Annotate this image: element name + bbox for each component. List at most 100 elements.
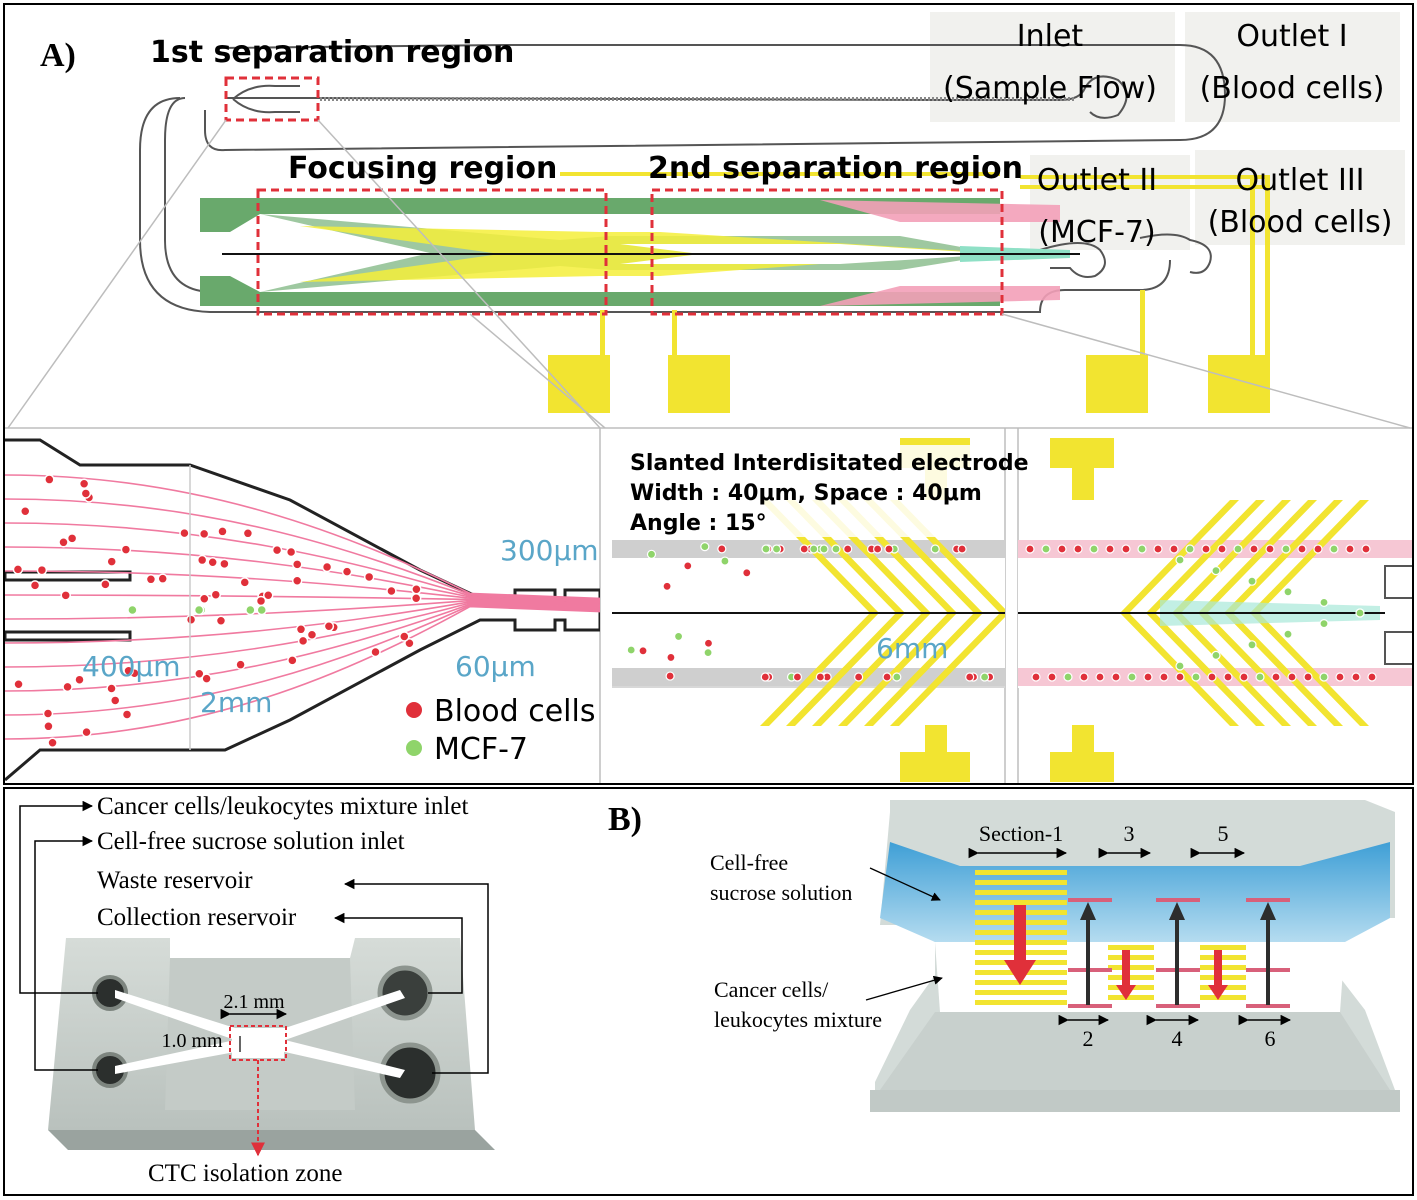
mcf7-cell (1247, 640, 1257, 650)
blood-cell (760, 672, 770, 682)
cell (1153, 544, 1163, 554)
cell (1217, 544, 1227, 554)
blood-cell (742, 568, 752, 578)
electrode-stripe (1108, 955, 1154, 960)
electrode-stripe (975, 900, 1067, 905)
streamline (5, 599, 600, 620)
outlet1-title: Outlet I (1236, 19, 1347, 54)
electrode-text-bg (622, 445, 1002, 537)
blood-cell (297, 635, 309, 647)
cell (1223, 672, 1233, 682)
cell (1201, 544, 1211, 554)
second-separation-label: 2nd separation region (648, 151, 1023, 186)
blood-cell (81, 726, 92, 738)
blood-cell (799, 544, 809, 554)
cell (1121, 544, 1131, 554)
cell (1345, 544, 1355, 554)
down-arrow (1004, 905, 1036, 985)
chip-outline (139, 44, 1227, 313)
section-2-label: 2 (1083, 1026, 1094, 1051)
cell (1185, 544, 1195, 554)
blood-cell (44, 474, 55, 485)
blood-cell (198, 528, 210, 540)
mcf7-cell (720, 556, 730, 566)
blood-cell (291, 575, 303, 586)
electrode-stripe (975, 870, 1067, 875)
mcf7-cell (703, 648, 713, 658)
mixture-label-1: Cancer cells/ (714, 977, 829, 1002)
first-separation-label: 1st separation region (150, 35, 514, 70)
cell (1233, 544, 1243, 554)
electrode-stripe (1200, 955, 1246, 960)
cell (1063, 672, 1073, 682)
streamline (5, 603, 600, 692)
blood-cell (717, 544, 727, 554)
ctc-label: CTC isolation zone (148, 1160, 342, 1187)
blood-cell (285, 546, 297, 558)
cell (1239, 672, 1249, 682)
blood-cell (666, 652, 676, 663)
outlet3-sub: (Blood cells) (1208, 205, 1393, 240)
section-5-label: 5 (1218, 821, 1229, 846)
region-boxes (224, 76, 1004, 316)
chip-render (48, 938, 495, 1150)
dim-6mm: 6mm (876, 632, 948, 665)
blood-cell (179, 527, 190, 539)
cell (1281, 544, 1291, 554)
electrode-line1: Slanted Interdisitated electrode (630, 451, 1029, 476)
mcf7-cell (1175, 661, 1185, 671)
blood-cell (662, 581, 672, 591)
blood-cell (341, 566, 353, 577)
blood-cell (295, 624, 307, 635)
cell (1025, 544, 1035, 554)
blood-cell (882, 672, 892, 682)
blood-cell (36, 564, 48, 576)
electrode-stripe (1108, 945, 1154, 950)
electrode-stripe (1108, 975, 1154, 980)
electrode-line3: Angle : 15° (630, 511, 767, 536)
blood-cell (19, 505, 31, 517)
electrode-line2: Width : 40μm, Space : 40μm (630, 481, 982, 506)
blood-cell (957, 544, 967, 554)
cell (1271, 672, 1281, 682)
cell (1175, 672, 1185, 682)
blood-cell (42, 708, 54, 719)
electrode-stripe (1108, 995, 1154, 1000)
dim-60um: 60μm (455, 650, 536, 683)
section-1-label: Section-1 (979, 821, 1063, 846)
electrode-stripe (975, 990, 1067, 995)
blood-cell (201, 673, 212, 684)
electrode-stripe (1108, 965, 1154, 970)
streamline (5, 604, 600, 716)
mcf7-cell (819, 544, 829, 554)
cell (1329, 544, 1339, 554)
legend-mcf-dot (406, 740, 422, 756)
blood-cell (321, 561, 333, 573)
waste-label: Waste reservoir (97, 867, 253, 894)
down-arrow (1116, 950, 1136, 1000)
mcf7-cell (1211, 565, 1221, 576)
electrode-stripe (1200, 965, 1246, 970)
outlet1-sub: (Blood cells) (1200, 71, 1385, 106)
blood-cell (62, 681, 73, 693)
blood-cell (219, 558, 230, 570)
electrode-stripe (1246, 898, 1290, 902)
blood-cell (703, 638, 714, 648)
sucrose-label-1: Cell-free (710, 850, 788, 875)
mcf7-cell (980, 672, 990, 682)
cell (1159, 672, 1169, 682)
electrode-stripe (975, 880, 1067, 885)
mcf7-cell (127, 604, 138, 616)
streamline (5, 594, 600, 606)
mcf7-cell (1283, 587, 1293, 597)
dim-21mm: 2.1 mm (223, 991, 285, 1013)
streamline (5, 600, 600, 644)
mcf7-cell (1211, 650, 1221, 661)
blood-cell (287, 655, 298, 666)
dim-10mm: 1.0 mm (161, 1030, 223, 1052)
cell (1313, 544, 1323, 554)
blood-cell (404, 637, 415, 649)
section-render (870, 800, 1400, 1112)
blood-cell (106, 683, 117, 694)
blood-cell (217, 526, 228, 537)
